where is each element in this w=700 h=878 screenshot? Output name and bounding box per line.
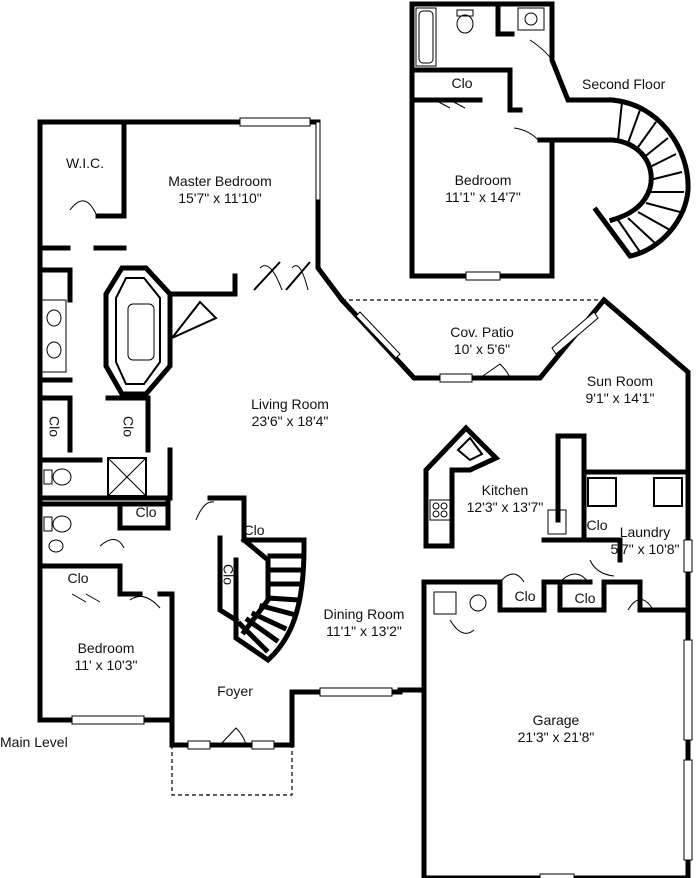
stair-treads	[236, 553, 305, 654]
room-label-garage: Garage 21'3" x 21'8"	[517, 712, 595, 745]
room-label-bedroom-upper: Bedroom 11'1" x 14'7"	[445, 172, 521, 205]
window	[355, 311, 401, 359]
water-heater-icon	[433, 591, 457, 615]
closet-label: Clo	[67, 570, 89, 586]
sidelight	[251, 740, 275, 750]
window	[319, 687, 393, 697]
window	[465, 271, 501, 281]
room-label-living-room: Living Room 23'6" x 18'4"	[251, 396, 329, 429]
shower-icon	[107, 457, 147, 497]
dryer-icon	[653, 477, 683, 507]
toilet-icon	[52, 468, 72, 486]
upper-walls	[409, 1, 615, 279]
soaking-tub	[103, 265, 173, 397]
exterior-wall-north	[37, 119, 346, 304]
closet-label: Clo	[243, 522, 265, 538]
closet-label: Clo	[451, 75, 473, 91]
main-level	[37, 117, 693, 878]
closet-label: Clo	[46, 415, 63, 437]
furnace-icon	[469, 594, 487, 612]
room-label-cov-patio: Cov. Patio 10' x 5'6"	[450, 324, 514, 357]
window	[539, 873, 575, 878]
closet-label: Clo	[586, 517, 608, 533]
room-label-laundry: Laundry 5'7" x 10'8"	[610, 524, 680, 557]
window	[551, 311, 599, 355]
front-door	[219, 727, 247, 746]
bathtub-icon	[127, 303, 155, 361]
room-label-master-bedroom: Master Bedroom 15'7" x 11'10"	[168, 173, 272, 206]
vanity	[41, 299, 67, 373]
closet-label: Clo	[514, 588, 536, 604]
level-label-main: Main Level	[0, 734, 68, 750]
kitchen-counter	[423, 424, 501, 549]
bedroom-walls	[37, 563, 143, 597]
fireplace	[171, 300, 218, 339]
level-label-second: Second Floor	[582, 76, 666, 92]
room-label-bedroom-main: Bedroom 11' x 10'3"	[74, 640, 138, 673]
spiral-stair	[592, 97, 691, 259]
cooktop-icon	[429, 499, 451, 521]
refrigerator	[547, 509, 567, 535]
bathtub-icon	[415, 7, 437, 67]
room-label-sun-room: Sun Room 9'1" x 14'1"	[585, 373, 655, 406]
front-porch	[171, 745, 293, 796]
sink-icon	[517, 7, 545, 31]
stair-treads	[617, 101, 684, 253]
closet-label: Clo	[220, 563, 237, 585]
garage-door	[683, 759, 693, 861]
window	[71, 715, 145, 725]
closet-label: Clo	[120, 415, 137, 437]
closet-label: Clo	[574, 590, 596, 606]
window	[315, 121, 321, 201]
garage-door	[683, 639, 693, 741]
room-label-dining-room: Dining Room 11'1" x 13'2"	[323, 606, 405, 639]
sink-icon	[46, 309, 62, 327]
window	[239, 117, 311, 127]
room-label-foyer: Foyer	[217, 683, 253, 699]
washer-icon	[587, 477, 617, 507]
sink-icon	[46, 341, 62, 359]
sink-icon	[48, 539, 64, 553]
sidelight	[187, 740, 211, 750]
wic-walls	[95, 119, 127, 219]
second-floor	[409, 1, 691, 281]
patio-door	[439, 373, 473, 383]
toilet-icon	[52, 515, 72, 533]
room-label-kitchen: Kitchen 12'3" x 13'7"	[466, 482, 544, 515]
main-stair	[207, 495, 307, 664]
room-label-wic: W.I.C.	[65, 155, 105, 171]
toilet-icon	[456, 14, 474, 34]
window	[683, 539, 693, 573]
closet-label: Clo	[135, 504, 157, 520]
